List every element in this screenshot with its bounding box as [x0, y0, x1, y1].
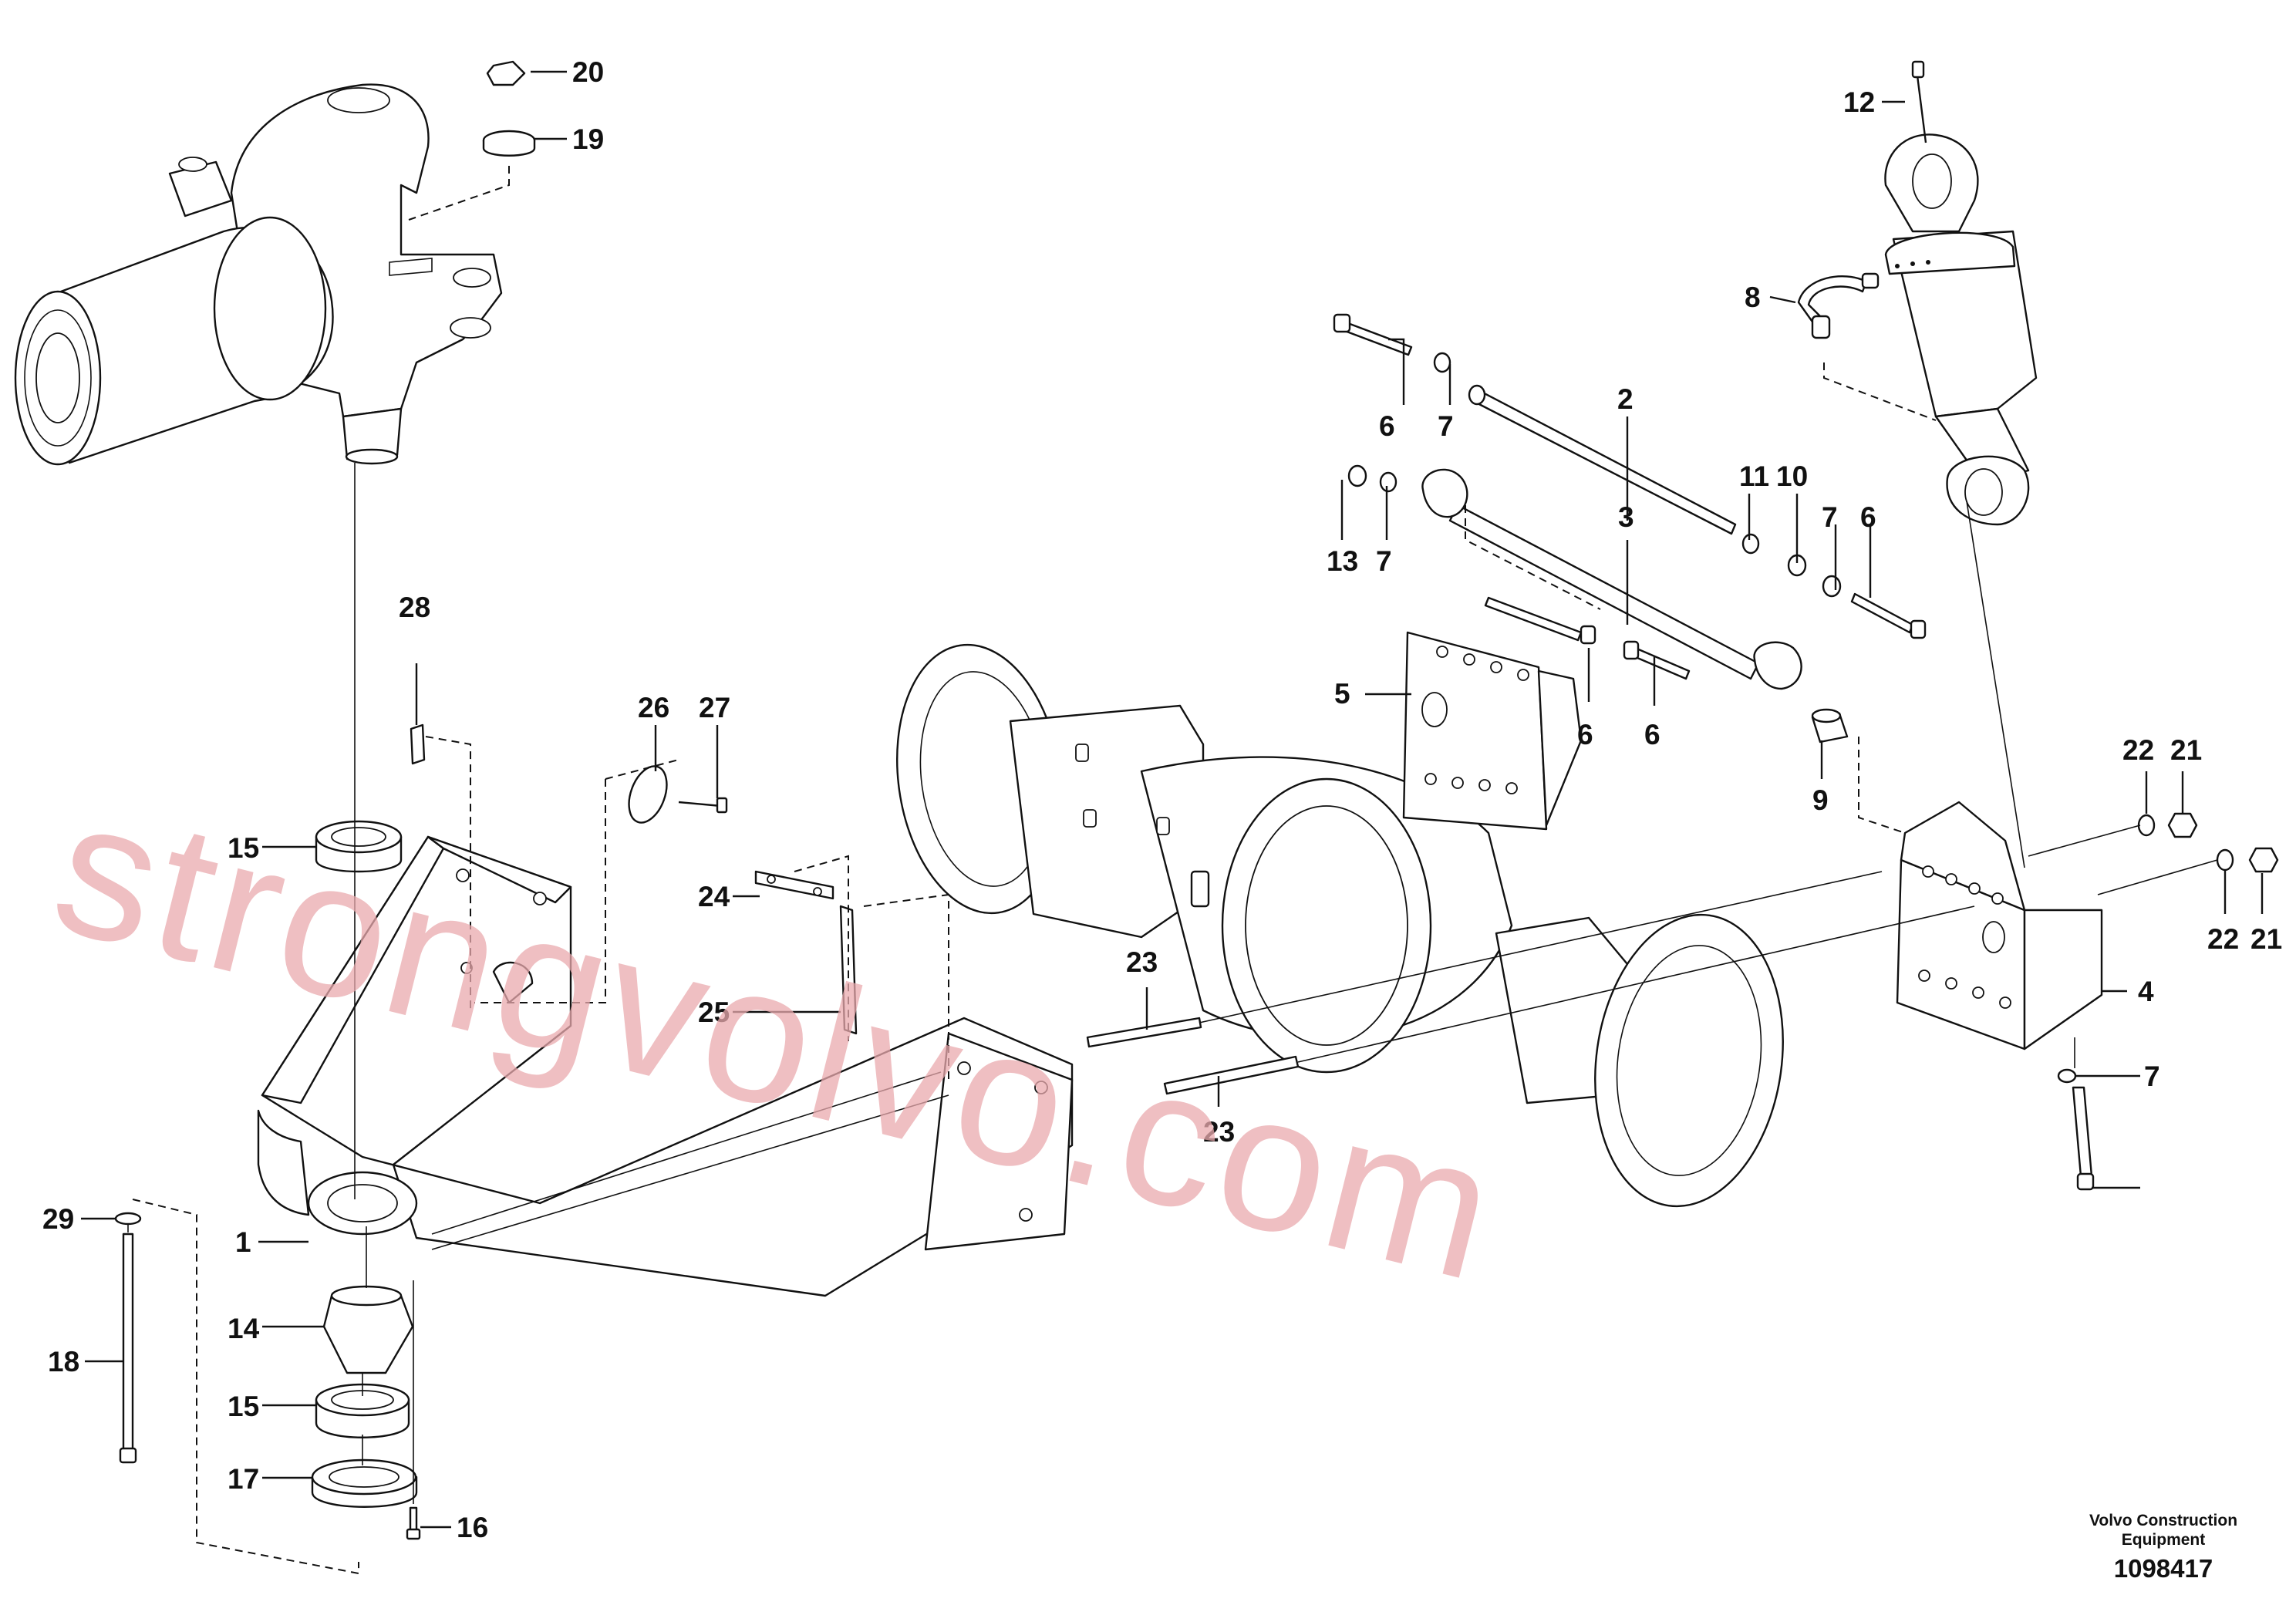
callout-3: 3 [1618, 501, 1634, 533]
callout-18: 18 [48, 1346, 79, 1378]
bolt-16 [406, 1506, 421, 1540]
callout-10: 10 [1776, 460, 1808, 492]
callout-21: 21 [2250, 923, 2282, 955]
washer-29 [114, 1212, 142, 1226]
bracket-5 [1402, 631, 1583, 831]
plate-24 [754, 870, 834, 900]
callout-12: 12 [1843, 86, 1875, 118]
callout-20: 20 [572, 56, 604, 88]
bearing-15-upper [315, 820, 403, 873]
cone-14 [322, 1285, 414, 1374]
callout-29: 29 [42, 1203, 74, 1235]
bracket-4 [1896, 801, 2103, 1050]
callout-22: 22 [2207, 923, 2239, 955]
callout-2: 2 [1617, 383, 1633, 415]
bolt-18 [119, 1233, 137, 1464]
callout-16: 16 [457, 1512, 488, 1543]
nut-20 [486, 60, 526, 86]
bolt-12 [1915, 69, 1927, 143]
slotted-nut-17 [311, 1458, 418, 1508]
hydraulic-cylinder [1884, 133, 2038, 526]
callout-14: 14 [228, 1313, 260, 1344]
link-rod-3 [1421, 468, 1802, 690]
axle-housing [896, 643, 1784, 1208]
callout-21: 21 [2170, 734, 2202, 766]
callout-17: 17 [228, 1463, 259, 1495]
footer-block: Volvo Construction Equipment 1098417 [2089, 1512, 2237, 1583]
callout-23: 23 [1126, 946, 1158, 978]
callout-26: 26 [638, 692, 669, 723]
callout-11: 11 [1739, 460, 1769, 492]
callout-7: 7 [1438, 410, 1454, 442]
nuts-21-22 [2137, 812, 2279, 873]
callout-6: 6 [1577, 719, 1593, 750]
bearing-15-lower [315, 1383, 410, 1438]
callout-6: 6 [1379, 410, 1395, 442]
company-name-line-1: Volvo Construction [2089, 1512, 2237, 1529]
bushing-9 [1811, 708, 1849, 744]
document-number: 1098417 [2114, 1554, 2213, 1583]
link-rod-2 [1468, 384, 1737, 535]
pin-bolts-6-7 [1333, 313, 2095, 1191]
company-name-line-2: Equipment [2122, 1531, 2206, 1549]
callout-22: 22 [2122, 734, 2154, 766]
callout-7: 7 [2144, 1061, 2160, 1092]
callout-25: 25 [698, 996, 730, 1028]
bolt-27 [678, 797, 728, 814]
callout-8: 8 [1745, 282, 1761, 313]
assembly-lines [127, 166, 2218, 1575]
callout-15: 15 [228, 832, 259, 864]
callout-7: 7 [1376, 545, 1392, 577]
callout-7: 7 [1822, 501, 1838, 533]
callout-leaders [81, 70, 2264, 1529]
shim-28 [410, 723, 426, 765]
callout-13: 13 [1327, 545, 1358, 577]
callout-5: 5 [1334, 678, 1350, 710]
cover-26 [628, 765, 668, 824]
callout-6: 6 [1644, 719, 1660, 750]
callout-labels: 20 19 12 8 6 7 2 11 10 7 6 3 13 7 5 6 6 … [42, 56, 2282, 1543]
callout-4: 4 [2138, 976, 2154, 1007]
steering-knuckle [14, 83, 503, 466]
callout-28: 28 [399, 592, 430, 623]
callout-19: 19 [572, 123, 604, 155]
callout-6: 6 [1860, 501, 1876, 533]
callout-24: 24 [698, 881, 730, 912]
bolt-12-head [1911, 60, 1925, 79]
callout-1: 1 [235, 1226, 251, 1258]
callout-9: 9 [1812, 784, 1829, 816]
callout-15: 15 [228, 1391, 259, 1422]
hose-clip-8 [1797, 272, 1880, 339]
callout-23: 23 [1203, 1116, 1235, 1148]
washer-19 [482, 130, 536, 157]
callout-27: 27 [699, 692, 730, 723]
pins-23 [1086, 1017, 1300, 1095]
a-frame-1 [257, 835, 1074, 1297]
